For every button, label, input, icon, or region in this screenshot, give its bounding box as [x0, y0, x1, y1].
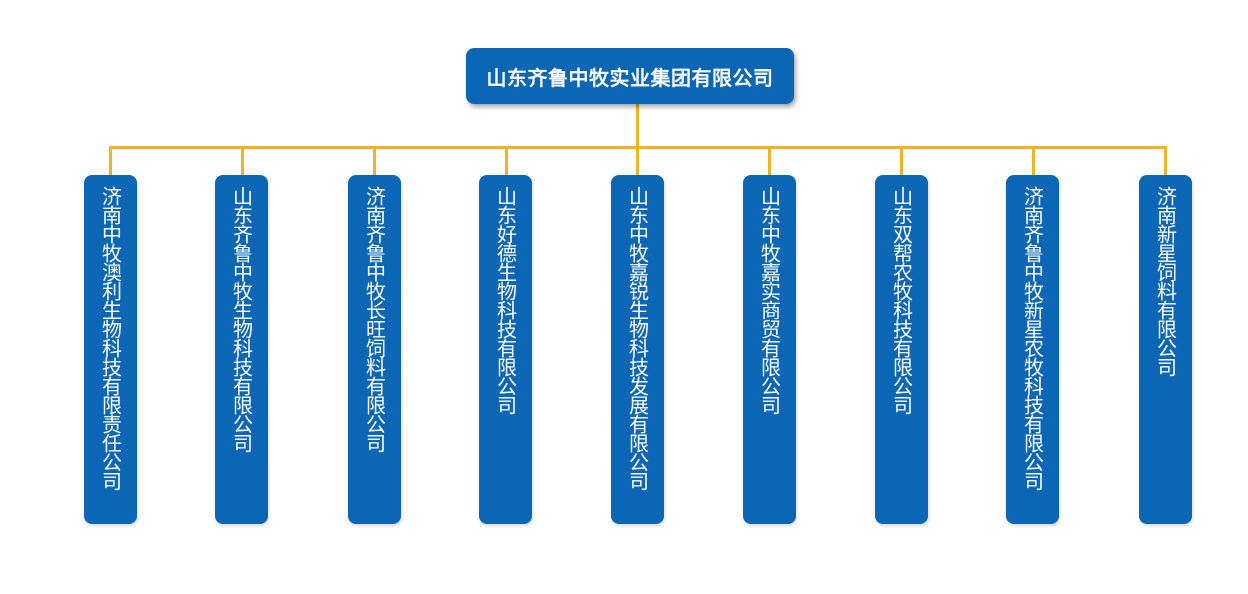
child-node-label: 山东中牧嘉实商贸有限公司 [757, 186, 782, 414]
child-node: 山东中牧嘉实商贸有限公司 [743, 175, 796, 524]
root-connector-line [636, 104, 639, 148]
root-node-label: 山东齐鲁中牧实业集团有限公司 [486, 65, 774, 90]
child-node-label: 济南齐鲁中牧长旺饲料有限公司 [362, 186, 387, 452]
child-connector-line [505, 146, 508, 175]
child-connector-line [900, 146, 903, 175]
child-connector-line [109, 146, 112, 175]
child-node: 山东中牧嘉锐生物科技发展有限公司 [611, 175, 664, 524]
child-connector-line [241, 146, 244, 175]
child-node: 济南齐鲁中牧长旺饲料有限公司 [348, 175, 401, 524]
child-node-label: 山东好德生物科技有限公司 [493, 186, 518, 414]
child-connector-line [1164, 146, 1167, 175]
child-node: 济南中牧澳利生物科技有限责任公司 [84, 175, 137, 524]
root-node: 山东齐鲁中牧实业集团有限公司 [466, 48, 794, 104]
child-node-label: 济南新星饲料有限公司 [1153, 186, 1178, 376]
child-connector-line [373, 146, 376, 175]
child-node-label: 济南齐鲁中牧新星农牧科技有限公司 [1020, 186, 1045, 490]
child-connector-line [768, 146, 771, 175]
child-node: 山东双帮农牧科技有限公司 [875, 175, 928, 524]
child-connector-line [1032, 146, 1035, 175]
child-node-label: 山东双帮农牧科技有限公司 [889, 186, 914, 414]
child-node: 济南新星饲料有限公司 [1139, 175, 1192, 524]
child-node-label: 山东齐鲁中牧生物科技有限公司 [229, 186, 254, 452]
child-node: 山东齐鲁中牧生物科技有限公司 [215, 175, 268, 524]
child-node: 济南齐鲁中牧新星农牧科技有限公司 [1006, 175, 1059, 524]
child-node-label: 山东中牧嘉锐生物科技发展有限公司 [625, 186, 650, 490]
child-connector-line [636, 146, 639, 175]
child-node: 山东好德生物科技有限公司 [479, 175, 532, 524]
child-node-label: 济南中牧澳利生物科技有限责任公司 [98, 186, 123, 490]
